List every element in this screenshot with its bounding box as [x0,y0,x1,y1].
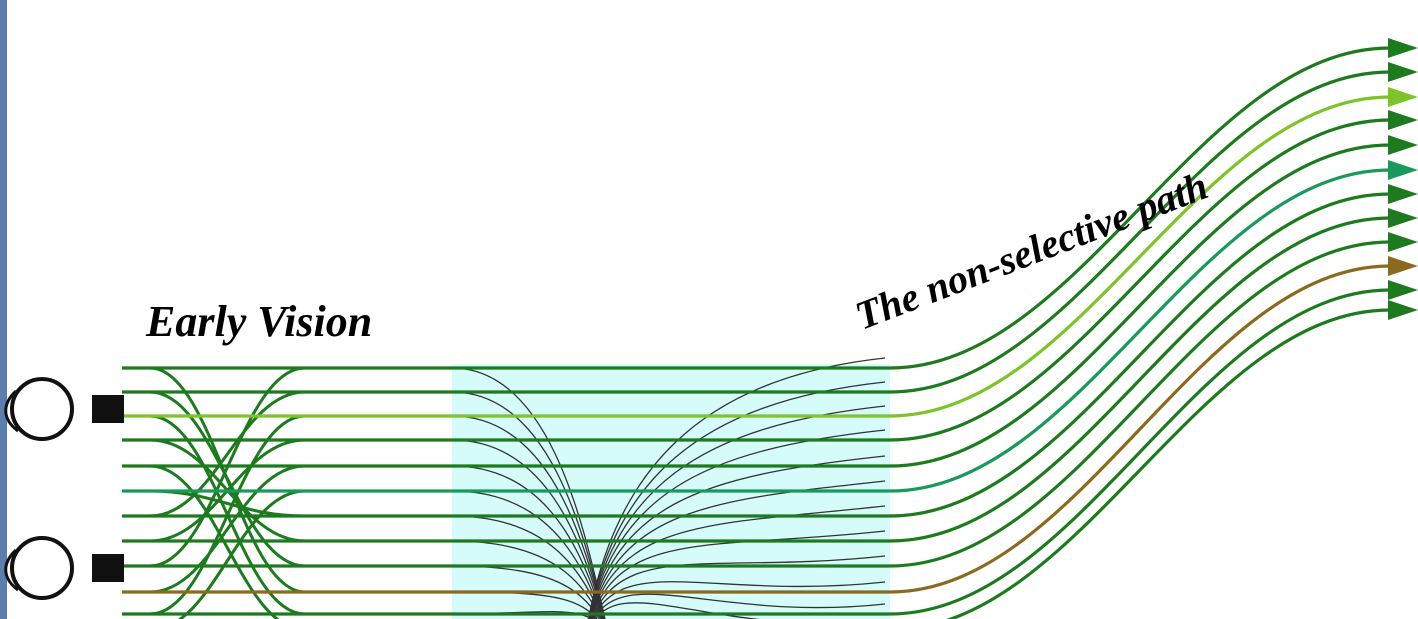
arrowhead-5 [1388,160,1418,180]
arrowhead-group [1388,38,1418,320]
early-vision-label: Early Vision [145,297,372,346]
arrowhead-3 [1388,110,1418,130]
early-vision-crossings [150,368,305,619]
arrowhead-0 [1388,38,1418,58]
arrowhead-4 [1388,135,1418,155]
left-edge-strip [0,0,7,619]
eye-icon [12,379,72,439]
eye-icon [12,538,72,598]
arrowhead-9 [1388,256,1418,276]
arrowhead-1 [1388,62,1418,82]
arrowhead-10 [1388,280,1418,300]
arrowhead-11 [1388,300,1418,320]
eye-group [6,379,124,598]
optic-nerve-block [92,554,124,582]
arrowhead-2 [1388,87,1418,107]
crossing-fiber-9 [150,466,305,592]
arrowhead-7 [1388,208,1418,228]
optic-nerve-block [92,395,124,423]
arrowhead-8 [1388,232,1418,252]
arrowhead-6 [1388,184,1418,204]
